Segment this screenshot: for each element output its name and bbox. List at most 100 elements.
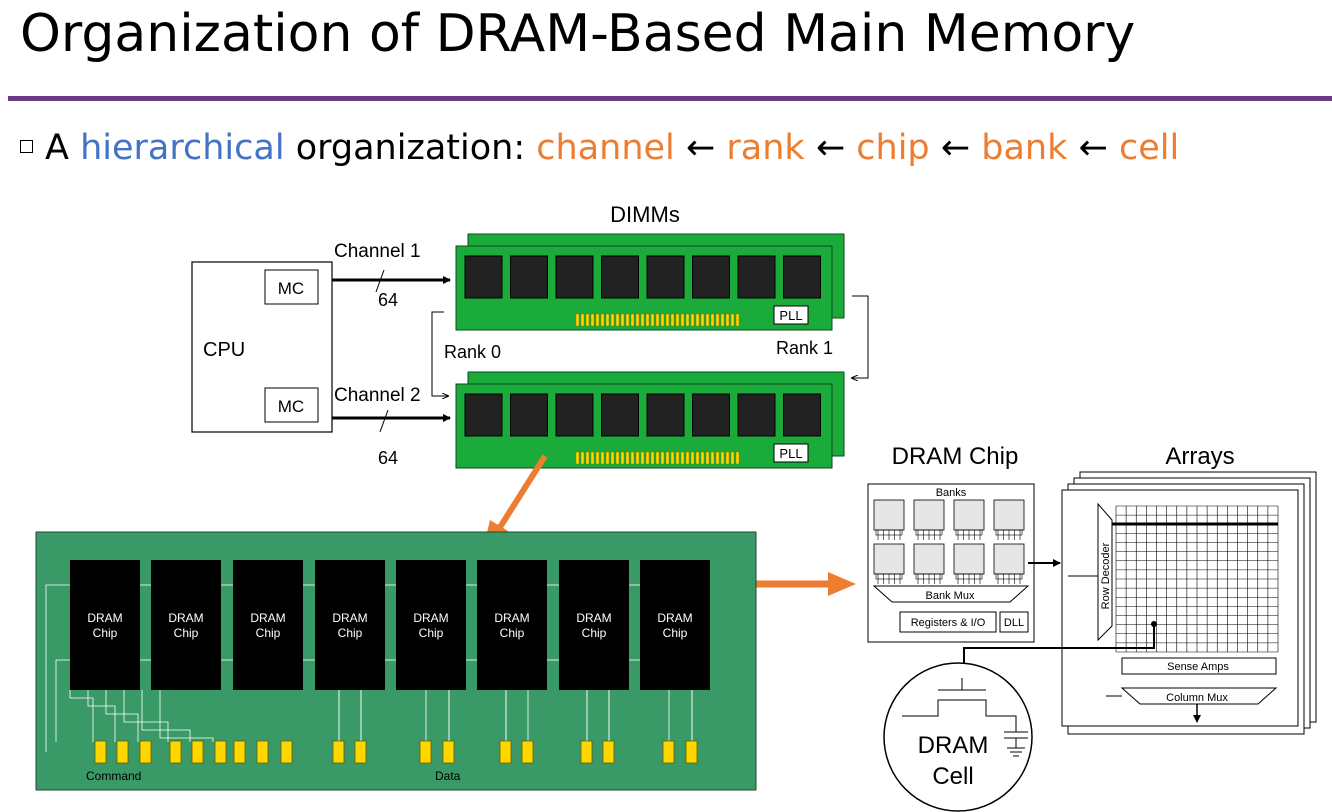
module-pins <box>94 740 698 764</box>
dram-chip-label-line1: DRAM <box>413 611 448 625</box>
dram-chip <box>151 560 221 690</box>
module-pin <box>354 740 367 764</box>
module-pin <box>602 740 615 764</box>
left-arrow-icon: ← <box>685 128 716 168</box>
dram-chip-label-line2: Chip <box>338 626 363 640</box>
dimm-chip <box>601 255 639 299</box>
dimm-pin <box>580 451 585 465</box>
column-mux <box>1120 687 1278 705</box>
dimm-pin <box>615 451 620 465</box>
dimm-pin <box>650 451 655 465</box>
channel-2-width: 64 <box>378 448 398 468</box>
dimm-pin <box>600 313 605 327</box>
dimm-pin <box>600 451 605 465</box>
dimm-chip <box>692 393 730 437</box>
dram-chip-label-line1: DRAM <box>168 611 203 625</box>
dram-cell-line2: Cell <box>932 763 973 790</box>
dimm-pin <box>720 313 725 327</box>
module-pin <box>442 740 455 764</box>
dimm-pin <box>610 451 615 465</box>
dram-chip-label-line2: Chip <box>93 626 118 640</box>
dimm-chip <box>783 255 821 299</box>
dram-chip <box>70 560 140 690</box>
memory-controller-2 <box>264 387 319 423</box>
dimm-pin <box>695 451 700 465</box>
dimm-pin <box>635 451 640 465</box>
sense-amps <box>1121 657 1277 675</box>
dimm-pin <box>720 451 725 465</box>
dimms-label: DIMMs <box>610 202 680 227</box>
rank-1-label: Rank 1 <box>776 338 833 358</box>
module-chips: DRAMChipDRAMChipDRAMChipDRAMChipDRAMChip… <box>70 560 710 690</box>
level-cell: cell <box>1119 128 1180 168</box>
dimm-pin <box>665 313 670 327</box>
cell-connector <box>960 624 1155 673</box>
dimm-pin <box>575 313 580 327</box>
dimm-pin <box>670 451 675 465</box>
dimm-pin <box>625 313 630 327</box>
dimm-pin <box>690 313 695 327</box>
module-pin <box>233 740 246 764</box>
rank-0-connector <box>431 311 448 396</box>
dimm-pin <box>735 451 740 465</box>
pll-label: PLL <box>779 446 802 461</box>
sense-amps-label: Sense Amps <box>1167 661 1229 673</box>
dimm-pin <box>685 451 690 465</box>
registers-label: Registers & I/O <box>911 617 986 629</box>
module-pin <box>139 740 152 764</box>
level-bank: bank <box>981 128 1068 168</box>
bank <box>993 499 1025 531</box>
dimm-pin <box>700 451 705 465</box>
module-pin <box>332 740 345 764</box>
left-arrow-icon: ← <box>1078 128 1108 168</box>
bank <box>953 499 985 531</box>
module-pin <box>580 740 593 764</box>
dimm-chip <box>737 255 776 299</box>
dimm-chip <box>464 255 503 299</box>
pll-box <box>773 305 809 325</box>
dimm-pin <box>690 451 695 465</box>
dimm-pin <box>595 313 600 327</box>
dimm-pin <box>700 313 705 327</box>
module-pin <box>94 740 107 764</box>
dram-chip <box>640 560 710 690</box>
bank <box>913 543 945 575</box>
dimm-pin <box>630 451 635 465</box>
hierarchy-bullet: A hierarchical organization: channel ← r… <box>20 128 1179 168</box>
dimm-pin <box>645 313 650 327</box>
dimm-pin <box>650 313 655 327</box>
dimm-chip <box>510 255 548 299</box>
level-rank: rank <box>726 128 805 168</box>
dram-chip <box>477 560 547 690</box>
bank-buffer <box>915 529 943 536</box>
bullet-square-icon <box>20 140 33 153</box>
module-pin <box>191 740 204 764</box>
cpu-label: CPU <box>203 339 245 361</box>
dimm-pin <box>695 313 700 327</box>
bullet-highlight: hierarchical <box>80 128 285 168</box>
dram-chip-label-line1: DRAM <box>332 611 367 625</box>
dimm-pin <box>670 313 675 327</box>
dimm-chip <box>783 393 821 437</box>
wire <box>141 690 191 742</box>
dram-cell-detail: DRAM Cell <box>883 662 1033 812</box>
wire <box>87 690 116 742</box>
dimm-pin <box>680 451 685 465</box>
dimm-pin <box>590 313 595 327</box>
dram-chip-title: DRAM Chip <box>892 443 1019 470</box>
level-chip: chip <box>856 128 930 168</box>
module-wiring <box>45 584 693 752</box>
mc-label-2: MC <box>278 397 304 416</box>
dimm-pin <box>735 313 740 327</box>
dimm-pin <box>605 313 610 327</box>
dimm-pin <box>665 451 670 465</box>
dimm-pin <box>605 451 610 465</box>
wire <box>159 690 214 742</box>
dimm-pin <box>710 451 715 465</box>
bank <box>873 499 905 531</box>
dimm-pin <box>660 451 665 465</box>
title-divider <box>8 96 1332 101</box>
bullet-middle: organization: <box>295 128 526 168</box>
wire <box>105 690 139 742</box>
